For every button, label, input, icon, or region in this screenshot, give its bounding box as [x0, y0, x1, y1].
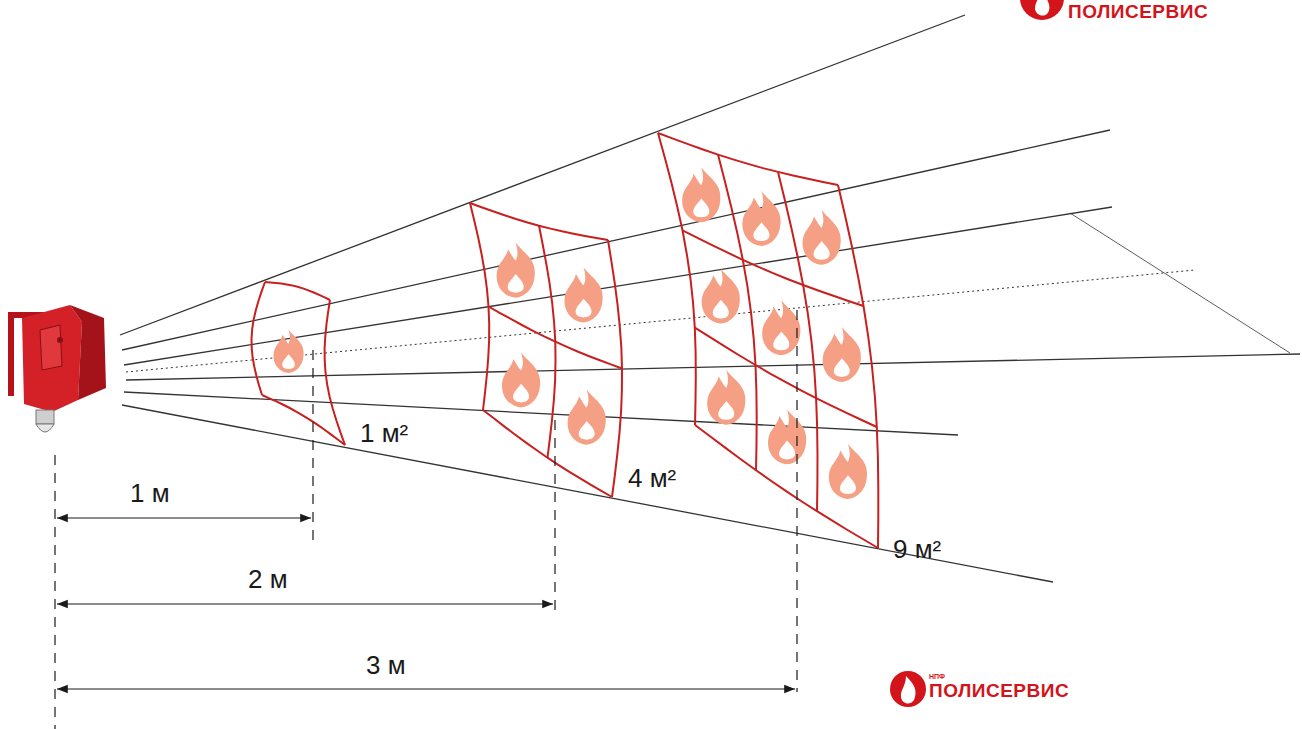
- flame-icon: [707, 370, 745, 425]
- flame-inner: [753, 222, 769, 241]
- flame-inner: [282, 354, 295, 369]
- flame-outer: [823, 327, 861, 382]
- distance-label: 2 м: [248, 566, 288, 592]
- flame-icon: [803, 210, 841, 265]
- grid-line: [695, 425, 878, 548]
- flame-outer: [502, 352, 540, 407]
- grid-line: [658, 133, 696, 425]
- grid-line: [718, 155, 757, 471]
- dimension-lines: [55, 310, 797, 729]
- flame-icon: [682, 167, 720, 222]
- flame-outer: [497, 243, 535, 298]
- area-label: 9 м²: [893, 536, 941, 562]
- flame-outer: [768, 409, 806, 464]
- flame-outer: [742, 191, 780, 246]
- flame-icon: [768, 409, 806, 464]
- flame-icon: [273, 330, 303, 374]
- flame-outer: [707, 370, 745, 425]
- flame-icon: [762, 300, 800, 355]
- flame-inner: [579, 421, 595, 440]
- grid-line: [325, 300, 345, 445]
- flame-icon: [497, 243, 535, 298]
- flame-inner: [840, 475, 856, 494]
- flame-outer: [803, 210, 841, 265]
- flame-outer: [829, 444, 867, 499]
- flame-icon: [564, 267, 602, 322]
- flame-inner: [718, 401, 734, 420]
- flame-outer: [568, 390, 606, 445]
- flame-inner: [508, 274, 524, 293]
- grid-line: [608, 240, 622, 497]
- flame-icon: [502, 352, 540, 407]
- grid-line: [252, 282, 266, 395]
- flame-inner: [834, 358, 850, 377]
- flame-inner: [693, 199, 709, 218]
- flame-inner: [576, 299, 592, 318]
- coverage-grids: [252, 133, 879, 548]
- company-logo-icon: [890, 0, 1064, 707]
- grid-line: [778, 172, 818, 511]
- view-rays: [120, 15, 1300, 582]
- flame-inner: [773, 331, 789, 350]
- distance-label: 3 м: [366, 652, 406, 678]
- area-label: 4 м²: [628, 465, 676, 491]
- company-logo-prefix: НПФ: [929, 673, 945, 680]
- company-logo-text: ПОЛИСЕРВИС: [1068, 2, 1208, 21]
- flame-icon: [829, 444, 867, 499]
- company-logo-text: ПОЛИСЕРВИС: [929, 681, 1069, 700]
- flame-icon: [823, 327, 861, 382]
- grid-line: [658, 133, 838, 185]
- flame-inner: [814, 241, 830, 260]
- grid-line: [838, 185, 878, 548]
- grid-line: [489, 307, 623, 369]
- grid-line: [262, 395, 345, 445]
- distance-label: 1 м: [130, 480, 170, 506]
- grid-line: [470, 203, 489, 410]
- flame-inner: [779, 441, 795, 460]
- flame-outer: [273, 330, 303, 374]
- grid-line: [470, 203, 608, 240]
- flame-icon: [742, 191, 780, 246]
- flame-inner: [513, 384, 529, 403]
- grid-line: [265, 282, 330, 300]
- grid-line: [695, 328, 877, 427]
- area-label: 1 м²: [360, 420, 408, 446]
- flame-outer: [682, 167, 720, 222]
- flame-outer: [564, 267, 602, 322]
- flame-icon: [702, 268, 740, 323]
- grid-line: [683, 230, 864, 306]
- grid-line: [483, 410, 612, 497]
- flame-detector: [8, 305, 106, 432]
- flame-inner: [713, 300, 729, 319]
- flame-icon: [568, 390, 606, 445]
- flame-outer: [762, 300, 800, 355]
- flame-outer: [702, 268, 740, 323]
